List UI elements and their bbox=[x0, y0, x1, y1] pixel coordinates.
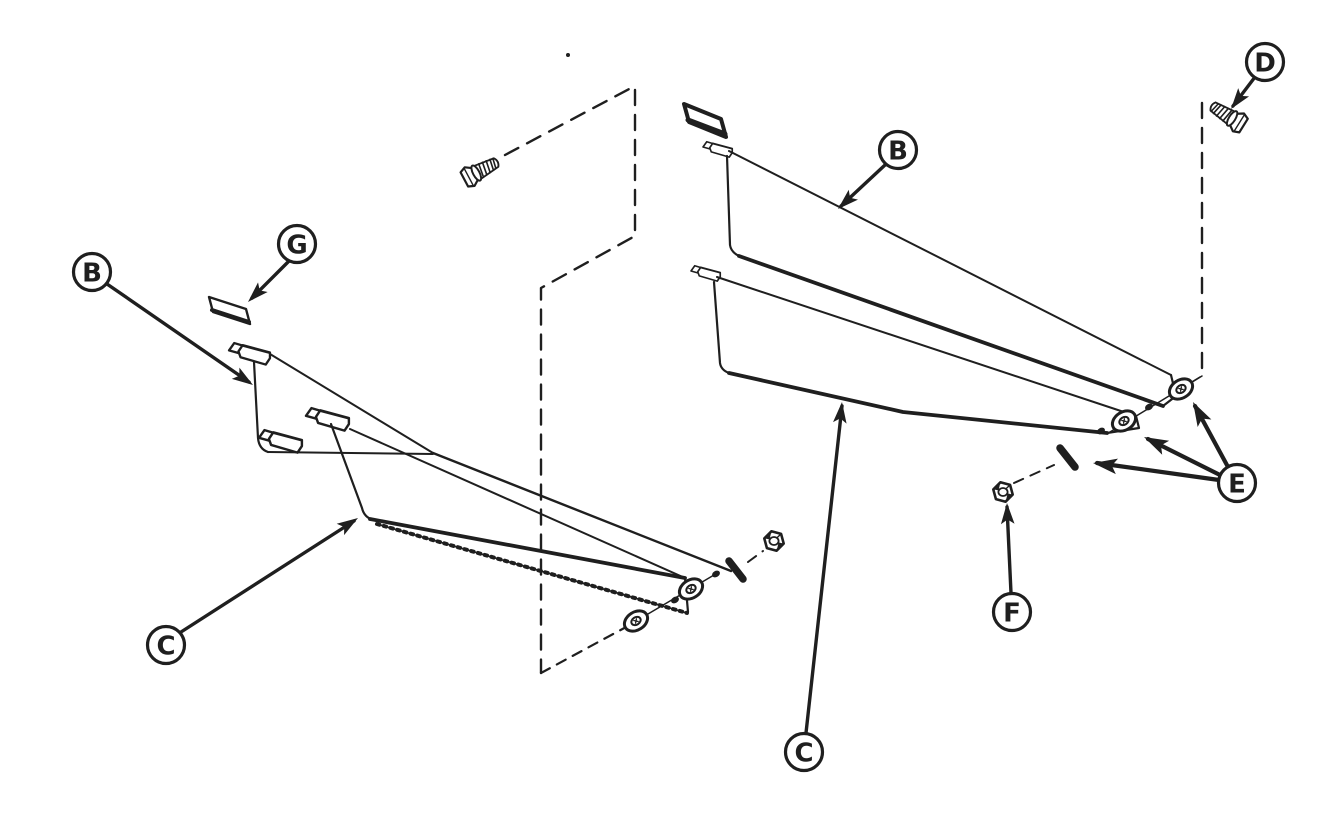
retainer-clip bbox=[702, 140, 734, 158]
callout-arrow-b-left bbox=[105, 282, 257, 391]
callout-f: F bbox=[991, 591, 1033, 633]
callout-letter: E bbox=[1228, 470, 1246, 500]
callout-arrow-e-washer-lower bbox=[1140, 429, 1223, 478]
retainer-clip bbox=[304, 406, 351, 432]
callout-c-left: C bbox=[145, 624, 187, 666]
callout-arrow-e-tab bbox=[1091, 455, 1222, 483]
callout-circle bbox=[783, 731, 825, 773]
left-bracket-assembly bbox=[207, 151, 786, 637]
retainer-clip bbox=[257, 428, 304, 454]
callout-arrow-g bbox=[243, 259, 291, 307]
bracket-c-left bbox=[304, 406, 690, 615]
callout-letter: C bbox=[156, 632, 175, 662]
callout-letter: D bbox=[1254, 49, 1276, 79]
panel-edge-dashed-center bbox=[539, 88, 637, 675]
bracket-b-right bbox=[702, 140, 1178, 411]
callout-arrows bbox=[105, 75, 1257, 735]
callout-arrow-c-left bbox=[179, 512, 362, 634]
callout-balloons: B G C B D C F E bbox=[71, 41, 1286, 773]
callout-letter: B bbox=[82, 259, 102, 289]
callout-letter: F bbox=[1003, 599, 1021, 629]
retainer-clip bbox=[227, 341, 272, 366]
trim-pad-g bbox=[207, 295, 252, 326]
right-bracket-assembly bbox=[682, 95, 1251, 504]
arrowhead bbox=[1140, 429, 1170, 455]
callout-circle bbox=[71, 251, 113, 293]
hex-nut bbox=[762, 529, 786, 553]
screw-hole bbox=[1097, 427, 1105, 435]
callout-arrow-b-right bbox=[833, 163, 887, 214]
hex-nut-f bbox=[991, 480, 1015, 504]
spacer-tab bbox=[725, 557, 747, 583]
hex-bolt bbox=[458, 151, 504, 190]
callout-b-left: B bbox=[71, 251, 113, 293]
stray-dot bbox=[566, 53, 570, 57]
screw-hole bbox=[671, 596, 679, 604]
callout-circle bbox=[991, 591, 1033, 633]
callout-letter: C bbox=[794, 739, 813, 769]
callout-arrow-d bbox=[1225, 75, 1257, 114]
callout-c-right: C bbox=[783, 731, 825, 773]
callout-circle bbox=[1244, 41, 1286, 83]
right-assembly-fasteners bbox=[991, 95, 1251, 504]
hex-bolt-d bbox=[1204, 95, 1251, 136]
callout-circle bbox=[1216, 462, 1258, 504]
spacer-tab bbox=[1056, 444, 1079, 471]
bracket-c-right bbox=[690, 264, 1141, 435]
callout-letter: B bbox=[888, 137, 908, 167]
callout-d: D bbox=[1244, 41, 1286, 83]
retainer-clip bbox=[690, 264, 722, 282]
callout-g: G bbox=[276, 223, 318, 265]
callout-arrow-f bbox=[1000, 502, 1015, 595]
fastener-axis-dashed bbox=[1013, 464, 1055, 484]
callout-circle bbox=[276, 223, 318, 265]
left-assembly-fasteners bbox=[458, 151, 786, 637]
fastener-axis-dashed-left bbox=[539, 624, 630, 675]
fastener-axis-dashed bbox=[747, 550, 764, 563]
bracket-b-left bbox=[227, 341, 733, 578]
washer bbox=[1164, 373, 1198, 405]
callout-circle bbox=[877, 129, 919, 171]
trim-pad-right bbox=[682, 102, 728, 139]
callout-arrow-c-right bbox=[804, 401, 849, 735]
callout-b-right: B bbox=[877, 129, 919, 171]
mounting-panel-outline-dashed bbox=[503, 53, 1204, 675]
callout-circle bbox=[145, 624, 187, 666]
bolt-axis-dashed-left bbox=[503, 86, 633, 157]
callout-arrow-e-washer-upper bbox=[1186, 398, 1231, 470]
washer bbox=[619, 605, 653, 637]
screw-hole bbox=[712, 570, 720, 578]
arrowhead bbox=[1186, 398, 1212, 427]
callout-e: E bbox=[1216, 462, 1258, 504]
callout-letter: G bbox=[286, 231, 307, 261]
